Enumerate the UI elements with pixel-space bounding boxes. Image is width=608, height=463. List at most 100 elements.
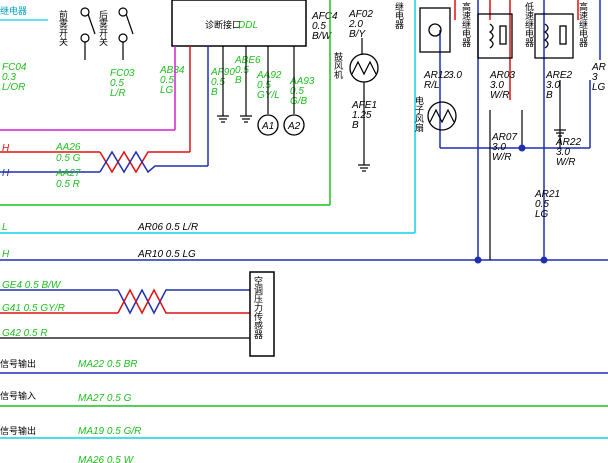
ground-1: [217, 115, 229, 123]
svg-text:MA26 0.5 W: MA26 0.5 W: [78, 455, 135, 463]
label-af02: AF02 2.0 B/Y: [348, 9, 373, 40]
svg-text:ARE2: ARE2: [545, 70, 573, 81]
svg-text:3.0: 3.0: [556, 147, 570, 158]
svg-text:LG: LG: [592, 82, 606, 93]
relay-2: [477, 13, 513, 59]
switch-2: [118, 7, 134, 60]
svg-text:W/R: W/R: [490, 90, 509, 101]
svg-text:L/OR: L/OR: [2, 82, 25, 93]
label-ar-right: AR 3 LG: [591, 62, 606, 93]
meter-a2: [283, 114, 305, 136]
electronic-fan: [427, 101, 457, 131]
svg-text:AFC4: AFC4: [311, 11, 338, 22]
svg-text:AA27: AA27: [55, 168, 81, 179]
svg-text:AB34: AB34: [159, 65, 185, 76]
svg-text:2.0: 2.0: [348, 19, 363, 30]
svg-text:AR12: AR12: [423, 70, 449, 81]
bottom-wire-3: 信号输出 MA19 0.5 G/R: [0, 425, 608, 439]
relay-label-2: 高速继电器: [460, 1, 471, 47]
label-ar82: ARE2 3.0 B: [545, 70, 573, 101]
switch-label-2: 后雾开关: [97, 10, 108, 47]
ac-pressure-sensor-box: [249, 271, 275, 357]
blower-label: 鼓风机: [332, 51, 343, 80]
svg-text:AA92: AA92: [256, 70, 282, 81]
svg-text:ABE6: ABE6: [234, 55, 261, 66]
label-fc04: FC04 0.3 L/OR: [2, 62, 27, 93]
svg-text:0.5: 0.5: [290, 86, 304, 97]
ground-ar22: [554, 129, 566, 137]
label-ar07: AR07 3.0 W/R: [491, 132, 517, 163]
twisted2-blue: [117, 288, 250, 315]
relay-1: [419, 7, 451, 53]
svg-text:G/B: G/B: [290, 96, 308, 107]
switch-label-1: 前雾开关: [57, 9, 68, 47]
diagnostic-connector-code: DDL: [238, 20, 258, 31]
bottom-wire-4: MA26 0.5 W: [78, 455, 135, 463]
label-fc03: FC03 0.5 L/R: [110, 68, 135, 99]
svg-text:LG: LG: [535, 209, 549, 220]
svg-text:0.5: 0.5: [312, 21, 326, 32]
top-left-label: 继电器: [0, 5, 27, 17]
wire-ge4-label: GE4 0.5 B/W: [2, 280, 62, 291]
svg-text:0.5: 0.5: [211, 77, 225, 88]
svg-text:B: B: [211, 87, 218, 98]
svg-text:0.5 G: 0.5 G: [56, 153, 81, 164]
svg-text:B: B: [546, 90, 553, 101]
relay-label-3: 低速继电器: [523, 1, 534, 47]
svg-text:0.5: 0.5: [257, 80, 271, 91]
svg-text:0.5: 0.5: [160, 75, 174, 86]
meter-a1-label: A1: [261, 121, 274, 132]
svg-text:AR21: AR21: [534, 189, 560, 200]
svg-text:AR07: AR07: [491, 132, 517, 143]
junction-544: [540, 256, 548, 264]
relay-3: [534, 13, 574, 59]
ground-afe1: [358, 164, 370, 172]
switch-1: [80, 7, 96, 60]
svg-text:W/R: W/R: [492, 152, 511, 163]
diagnostic-connector-label: 诊断接口: [205, 19, 241, 31]
label-abe6: ABE6 0.5 B: [234, 55, 261, 86]
svg-text:LG: LG: [160, 85, 174, 96]
svg-text:B/W: B/W: [312, 31, 332, 42]
left-label-l1: L: [2, 222, 8, 233]
label-ab34: AB34 0.5 LG: [159, 65, 185, 96]
svg-text:3.0: 3.0: [492, 142, 506, 153]
twisted1-blue: [99, 150, 208, 174]
svg-text:0.3: 0.3: [2, 72, 16, 83]
twisted2-red: [117, 288, 250, 315]
svg-text:0.5: 0.5: [110, 78, 124, 89]
svg-text:B/Y: B/Y: [349, 29, 366, 40]
ac-pressure-sensor-label: 空调压力传感器: [252, 275, 263, 339]
label-aa92: AA92 0.5 GY/L: [256, 70, 282, 101]
bottom-wire-1: 信号输出 MA22 0.5 BR: [0, 358, 608, 374]
label-aa93: AA93 0.5 G/B: [289, 76, 315, 107]
wire-g42-label: G42 0.5 R: [2, 328, 48, 339]
svg-text:0.5: 0.5: [235, 65, 249, 76]
label-ar21: AR21 0.5 LG: [534, 189, 560, 220]
relay-label-1: 继电器: [393, 1, 404, 29]
left-label-l2: H: [2, 249, 10, 260]
diagnostic-connector-box: [171, 0, 307, 47]
svg-text:AR03: AR03: [489, 70, 515, 81]
wire-ar06-label: AR06 0.5 L/R: [137, 222, 198, 233]
svg-text:R/L: R/L: [424, 80, 440, 91]
svg-text:MA27 0.5 G: MA27 0.5 G: [78, 393, 132, 404]
label-ar22: AR22 3.0 W/R: [555, 137, 581, 168]
svg-text:B: B: [352, 120, 359, 131]
wire-g41-label: G41 0.5 GY/R: [2, 303, 65, 314]
left-label-h1: H: [2, 143, 10, 154]
junction-478: [474, 256, 482, 264]
label-ar12: AR12 3.0 R/L: [423, 70, 462, 91]
blower-motor: [349, 53, 379, 83]
svg-text:FC04: FC04: [2, 62, 27, 73]
label-ar03: AR03 3.0 W/R: [489, 70, 515, 101]
label-afc4: AFC4 0.5 B/W: [311, 11, 338, 42]
bottom-wire-2: 信号输入 MA27 0.5 G: [0, 390, 608, 407]
meter-a1: [257, 114, 279, 136]
svg-text:0.5: 0.5: [535, 199, 549, 210]
ground-2: [240, 115, 252, 123]
twisted1-red: [99, 150, 190, 174]
svg-text:B: B: [235, 75, 242, 86]
junction-522: [518, 144, 526, 152]
